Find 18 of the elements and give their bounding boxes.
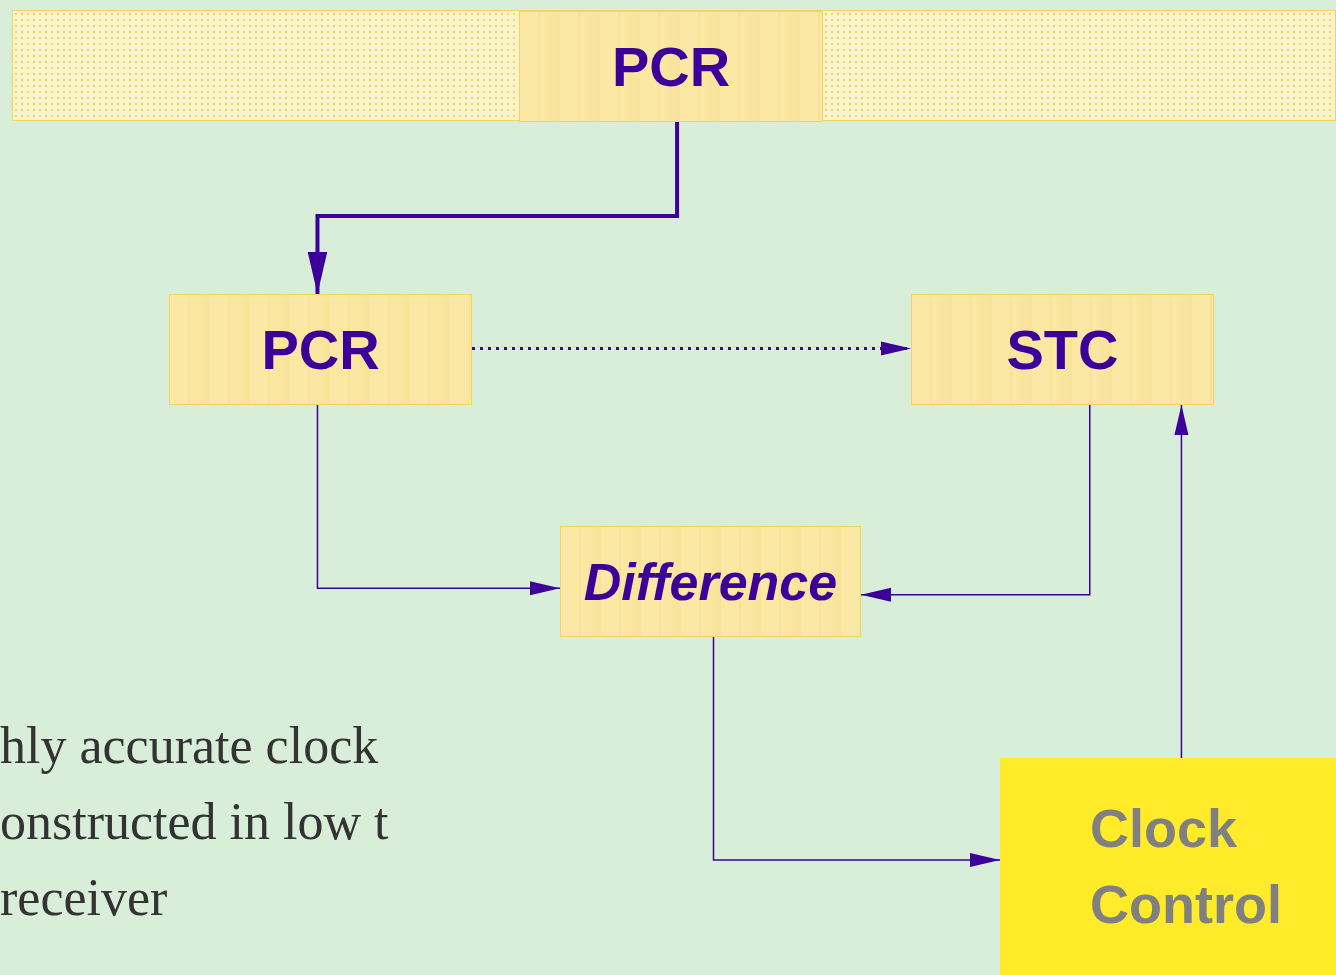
process-box <box>911 294 1214 405</box>
body-text: hly accurate clock onstructed in low t receiver <box>0 716 390 928</box>
header-band <box>12 10 1336 121</box>
node-label: PCR <box>611 33 731 100</box>
control-box <box>1000 758 1336 975</box>
arrow <box>1174 404 1189 759</box>
process-box <box>519 11 823 122</box>
node-label: STC <box>1006 316 1119 383</box>
node-label: PCR <box>261 316 380 383</box>
arrow <box>307 122 680 294</box>
arrow <box>472 341 911 356</box>
node-label: Difference <box>583 551 838 613</box>
node-label: Clock Control <box>1089 796 1283 936</box>
arrow <box>860 404 1091 602</box>
process-box <box>169 294 472 405</box>
process-box <box>560 526 861 637</box>
arrow <box>712 636 1001 867</box>
arrow <box>316 404 561 596</box>
